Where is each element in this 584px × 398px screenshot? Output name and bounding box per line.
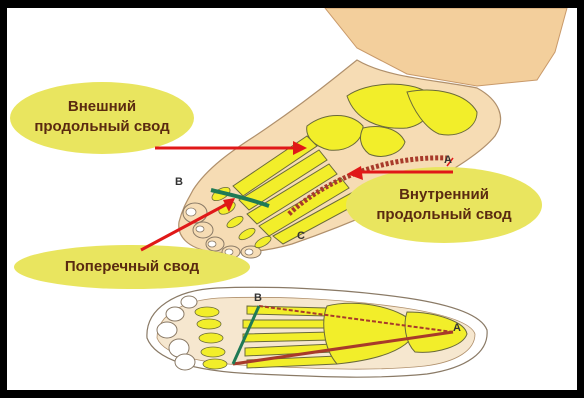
diagram-frame: B C A B A Внешний продольный свод Внутре… (7, 8, 577, 390)
lower-foot (147, 287, 487, 377)
outer-arch-label: Внешний продольный свод (34, 97, 170, 137)
point-label-a: A (444, 154, 452, 166)
sole-point-label-a: A (453, 322, 461, 334)
point-label-c: C (297, 230, 305, 242)
sole-point-label-b: B (254, 292, 262, 304)
point-label-b: B (175, 176, 183, 188)
transverse-arch-label: Поперечный свод (33, 257, 231, 277)
inner-arch-label: Внутренний продольный свод (367, 185, 521, 225)
